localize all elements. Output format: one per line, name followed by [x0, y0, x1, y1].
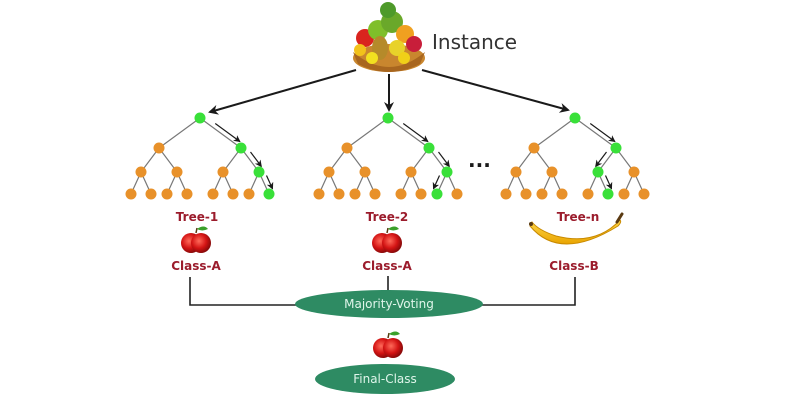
final-class-label: Final-Class [353, 372, 417, 386]
banana-icon [529, 212, 624, 245]
decision-path-arrow [402, 123, 429, 143]
tree-node-on-path [431, 188, 443, 200]
instance-to-tree-n-arrow [421, 69, 570, 113]
tree-node-on-path [592, 166, 604, 178]
decision-path-arrow [432, 175, 441, 190]
tree-edge [346, 117, 389, 149]
tree-edge [199, 117, 242, 149]
tree-node [161, 188, 173, 200]
tree-node [405, 166, 417, 178]
tree-node [510, 166, 522, 178]
tree-node [217, 166, 229, 178]
tree-node [153, 142, 165, 154]
tree-node-on-path [382, 112, 394, 124]
tree-node [323, 166, 335, 178]
tree-n-label: Tree-n [557, 210, 600, 224]
tree-edge [387, 117, 430, 149]
tree-node [171, 166, 183, 178]
tree-node [546, 166, 558, 178]
decision-tree-1 [125, 112, 275, 200]
tree-node [333, 188, 345, 200]
decision-path-arrow [250, 151, 262, 168]
tree-node [415, 188, 427, 200]
tree-node [638, 188, 650, 200]
tree-node [359, 166, 371, 178]
tree-1-output: Tree-1 Class-A [171, 210, 221, 273]
tree-node [313, 188, 325, 200]
tree-node [528, 142, 540, 154]
apple-icon [373, 331, 403, 358]
trees-layer [125, 112, 650, 200]
tree-n-class-label: Class-B [549, 259, 598, 273]
tree-1-vote-connector [189, 277, 300, 306]
tree-node-on-path [423, 142, 435, 154]
tree-node-on-path [602, 188, 614, 200]
tree-1-label: Tree-1 [176, 210, 218, 224]
tree-node [243, 188, 255, 200]
tree-node [341, 142, 353, 154]
tree-n-vote-connector [480, 277, 576, 306]
tree-2-output: Tree-2 Class-A [362, 210, 412, 273]
fruit-basket-icon [353, 2, 425, 72]
decision-path-arrow [438, 151, 450, 168]
tree-edge [533, 117, 576, 149]
tree-node [556, 188, 568, 200]
tree-edge [158, 117, 201, 149]
apple-icon [181, 226, 211, 253]
tree-node [451, 188, 463, 200]
tree-node [145, 188, 157, 200]
tree-node-on-path [194, 112, 206, 124]
tree-node [349, 188, 361, 200]
decision-path-arrow [214, 123, 241, 143]
tree-edge [574, 117, 617, 149]
majority-voting-label: Majority-Voting [344, 297, 434, 311]
tree-node [227, 188, 239, 200]
tree-node [500, 188, 512, 200]
tree-node [618, 188, 630, 200]
apple-icon [372, 226, 402, 253]
tree-node [520, 188, 532, 200]
tree-node [536, 188, 548, 200]
decision-tree-3 [500, 112, 650, 200]
tree-node [369, 188, 381, 200]
decision-path-arrow [595, 151, 607, 168]
tree-node-on-path [569, 112, 581, 124]
final-class-node: Final-Class [315, 364, 455, 394]
tree-1-class-label: Class-A [171, 259, 221, 273]
tree-node-on-path [610, 142, 622, 154]
tree-node-on-path [263, 188, 275, 200]
instance-label: Instance [432, 30, 517, 54]
tree-node [125, 188, 137, 200]
tree-node [207, 188, 219, 200]
decision-tree-2 [313, 112, 463, 200]
tree-2-class-label: Class-A [362, 259, 412, 273]
tree-node-on-path [235, 142, 247, 154]
more-trees-ellipsis: ... [468, 148, 491, 172]
tree-node-on-path [441, 166, 453, 178]
tree-n-output: Tree-n Class-B [529, 210, 624, 273]
decision-path-arrow [604, 175, 613, 190]
tree-node [628, 166, 640, 178]
tree-node [395, 188, 407, 200]
tree-node [135, 166, 147, 178]
tree-node-on-path [253, 166, 265, 178]
tree-node [181, 188, 193, 200]
decision-path-arrow [589, 123, 616, 143]
tree-node [582, 188, 594, 200]
tree-2-label: Tree-2 [366, 210, 408, 224]
decision-path-arrow [265, 175, 274, 190]
majority-voting-node: Majority-Voting [295, 290, 483, 318]
instance-to-tree-1-arrow [208, 69, 357, 115]
